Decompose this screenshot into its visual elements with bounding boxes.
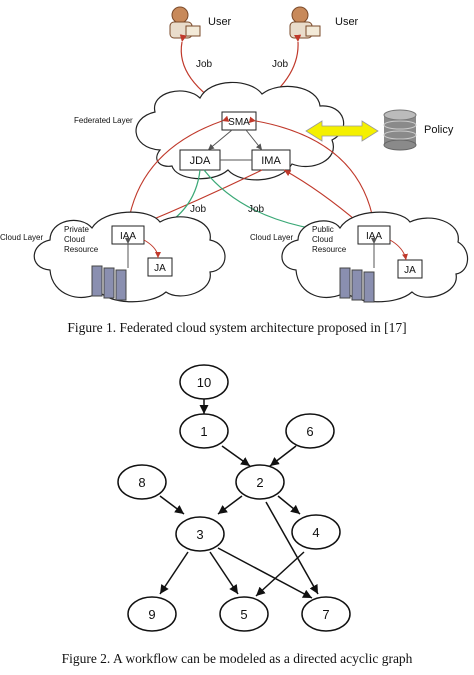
- cloud-layer-left-label: Cloud Layer: [0, 233, 43, 242]
- job-label-right: Job: [272, 59, 289, 70]
- edge-1-2: [221, 445, 251, 467]
- database-icon: [383, 109, 417, 151]
- iaa-left-label: IAA: [120, 231, 136, 242]
- node-7: [301, 596, 351, 632]
- dag-nodes: 10 1 6 8 2 3 4 9 5 7: [117, 364, 351, 632]
- private-cloud-line1: Private: [64, 225, 89, 234]
- jda-label: JDA: [190, 155, 211, 167]
- edge-3-5: [209, 551, 239, 595]
- ja-left-label: JA: [154, 263, 166, 274]
- private-cloud-line3: Resource: [64, 245, 99, 254]
- public-cloud-line3: Resource: [312, 245, 347, 254]
- ja-right-label: JA: [404, 265, 416, 276]
- ja-right-box: [397, 259, 423, 279]
- node-8-label: 8: [138, 475, 145, 490]
- private-cloud-line2: Cloud: [64, 235, 85, 244]
- node-6: [285, 413, 335, 449]
- node-10: [179, 364, 229, 400]
- user-label-left: User: [208, 16, 232, 28]
- sma-iaa-right-arrow: [248, 116, 377, 225]
- node-10-label: 10: [197, 375, 211, 390]
- node-5-label: 5: [240, 607, 247, 622]
- edge-2-4: [277, 495, 301, 515]
- node-6-label: 6: [306, 424, 313, 439]
- dag-edges: [159, 398, 319, 599]
- sma-label: SMA: [228, 117, 250, 128]
- node-2-label: 2: [256, 475, 263, 490]
- node-2: [235, 464, 285, 500]
- federated-layer-label: Federated Layer: [74, 116, 133, 125]
- server-rack-right: [339, 267, 375, 303]
- node-4: [291, 514, 341, 550]
- iaa-right-label: IAA: [366, 231, 382, 242]
- cloud-layer-right-label: Cloud Layer: [250, 233, 293, 242]
- node-7-label: 7: [322, 607, 329, 622]
- user-icon-right: [289, 6, 321, 39]
- node-3: [175, 516, 225, 552]
- edge-3-7: [217, 547, 313, 599]
- node-9-label: 9: [148, 607, 155, 622]
- ima-iaa-right-arrow: [283, 169, 361, 225]
- edge-3-9: [159, 551, 189, 595]
- ima-label: IMA: [261, 155, 281, 167]
- job-mid-left-label: Job: [190, 204, 207, 215]
- edge-4-5: [255, 551, 305, 597]
- figure1-caption: Figure 1. Federated cloud system archite…: [67, 320, 407, 335]
- edge-2-3: [217, 495, 243, 515]
- node-1-label: 1: [200, 424, 207, 439]
- edge-2-7: [265, 501, 319, 595]
- node-4-label: 4: [312, 525, 319, 540]
- iaa-ja-right-arrow: [389, 239, 408, 261]
- node-3-label: 3: [196, 527, 203, 542]
- node-5: [219, 596, 269, 632]
- node-8: [117, 464, 167, 500]
- public-cloud-line1: Public: [312, 225, 334, 234]
- iaa-ja-left-arrow: [143, 239, 161, 259]
- edge-6-2: [269, 445, 297, 467]
- job-label-left: Job: [196, 59, 213, 70]
- public-cloud-line2: Cloud: [312, 235, 333, 244]
- figure2-caption: Figure 2. A workflow can be modeled as a…: [61, 651, 413, 666]
- policy-label: Policy: [424, 124, 454, 136]
- node-1: [179, 413, 229, 449]
- job-mid-right-label: Job: [248, 204, 265, 215]
- user-label-right: User: [335, 16, 359, 28]
- ja-left-box: [147, 257, 173, 277]
- node-9: [127, 596, 177, 632]
- sma-iaa-left-arrow: [125, 115, 230, 225]
- server-rack-left: [91, 265, 127, 301]
- user-icon-left: [169, 6, 201, 39]
- edge-8-3: [159, 495, 185, 515]
